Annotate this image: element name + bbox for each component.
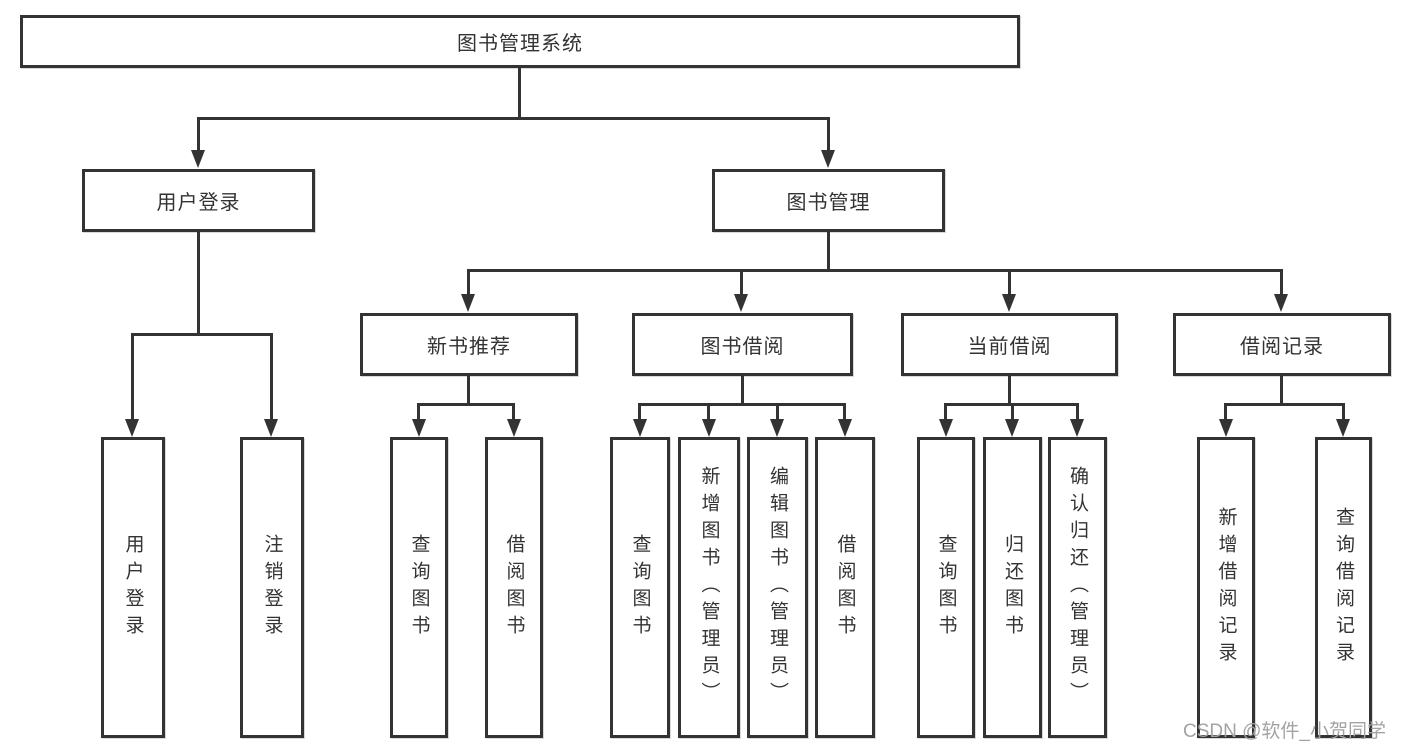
arrowhead-down (507, 419, 521, 437)
node-new-book-recommend: 新书推荐 (360, 313, 578, 376)
leaf-add-borrow-record: 新增借阅记录 (1197, 437, 1255, 738)
leaf-logout-label: 注销登录 (261, 533, 283, 642)
node-user-login: 用户登录 (82, 169, 315, 232)
arrowhead-down (770, 419, 784, 437)
connector-line (638, 403, 641, 421)
connector-line (197, 117, 200, 151)
leaf-query-borrow-record: 查询借阅记录 (1315, 437, 1372, 738)
leaf-query-borrow-record-label: 查询借阅记录 (1333, 506, 1354, 669)
node-current-borrowing: 当前借阅 (901, 313, 1118, 376)
arrowhead-down (702, 419, 716, 437)
leaf-edit-book-admin-label: 编辑图书（管理员） (767, 466, 788, 709)
arrowhead-down (1070, 419, 1084, 437)
node-book-borrowing: 图书借阅 (632, 313, 853, 376)
leaf-user-login-label: 用户登录 (122, 533, 144, 642)
leaf-query-books-recommend-label: 查询图书 (408, 533, 430, 642)
arrowhead-down (821, 150, 835, 168)
connector-line (827, 117, 830, 151)
leaf-edit-book-admin: 编辑图书（管理员） (747, 437, 808, 738)
node-book-management-label: 图书管理 (786, 192, 871, 214)
arrowhead-down (264, 419, 278, 437)
leaf-borrow-books-borrowing-label: 借阅图书 (834, 533, 856, 642)
node-root-label: 图书管理系统 (457, 33, 583, 55)
connector-line (417, 403, 420, 421)
connector-line (638, 403, 846, 406)
arrowhead-down (1336, 419, 1350, 437)
connector-line (843, 403, 846, 421)
arrowhead-down (1005, 419, 1019, 437)
leaf-logout: 注销登录 (240, 437, 304, 738)
leaf-confirm-return-admin-label: 确认归还（管理员） (1067, 466, 1088, 709)
arrowhead-down (939, 419, 953, 437)
connector-line (417, 403, 515, 406)
node-book-management: 图书管理 (712, 169, 945, 232)
arrowhead-down (1274, 294, 1288, 312)
arrowhead-down (1002, 294, 1016, 312)
leaf-query-books-recommend: 查询图书 (390, 437, 448, 738)
node-new-book-recommend-label: 新书推荐 (427, 336, 511, 358)
node-root: 图书管理系统 (20, 15, 1020, 68)
connector-line (1280, 376, 1283, 405)
leaf-borrow-books-recommend-label: 借阅图书 (503, 533, 525, 642)
connector-line (467, 269, 470, 295)
node-borrowing-records: 借阅记录 (1173, 313, 1391, 376)
arrowhead-down (1219, 419, 1233, 437)
node-user-login-label: 用户登录 (156, 192, 241, 214)
connector-line (131, 333, 134, 419)
leaf-query-books-current: 查询图书 (917, 437, 975, 738)
node-book-borrowing-label: 图书借阅 (700, 336, 785, 358)
connector-line (197, 232, 200, 335)
connector-line (740, 269, 743, 295)
leaf-add-book-admin: 新增图书（管理员） (678, 437, 740, 738)
connector-line (197, 117, 830, 120)
connector-line (131, 333, 273, 336)
leaf-borrow-books-borrowing: 借阅图书 (815, 437, 875, 738)
arrowhead-down (461, 294, 475, 312)
connector-line (827, 232, 830, 272)
connector-line (512, 403, 515, 421)
arrowhead-down (838, 419, 852, 437)
leaf-borrow-books-recommend: 借阅图书 (485, 437, 543, 738)
csdn-watermark: CSDN @软件_小贺同学 (1183, 721, 1386, 742)
node-current-borrowing-label: 当前借阅 (967, 336, 1052, 358)
connector-line (1280, 269, 1283, 295)
arrowhead-down (734, 294, 748, 312)
connector-line (1076, 403, 1079, 421)
connector-line (1011, 403, 1014, 421)
arrowhead-down (633, 419, 647, 437)
leaf-add-book-admin-label: 新增图书（管理员） (698, 466, 720, 709)
leaf-query-books-current-label: 查询图书 (935, 533, 957, 642)
connector-line (467, 376, 470, 405)
leaf-return-book-label: 归还图书 (1002, 533, 1023, 642)
connector-line (776, 403, 779, 421)
arrowhead-down (125, 419, 139, 437)
leaf-user-login: 用户登录 (101, 437, 165, 738)
node-borrowing-records-label: 借阅记录 (1240, 336, 1324, 358)
connector-line (1342, 403, 1345, 421)
connector-line (270, 333, 273, 419)
connector-line (467, 269, 1283, 272)
connector-line (741, 376, 744, 405)
connector-line (944, 403, 947, 421)
leaf-confirm-return-admin: 确认归还（管理员） (1048, 437, 1107, 738)
leaf-return-book: 归还图书 (983, 437, 1042, 738)
connector-line (518, 67, 521, 119)
connector-line (1008, 376, 1011, 405)
connector-line (1224, 403, 1227, 421)
leaf-query-books-borrowing-label: 查询图书 (629, 533, 651, 642)
connector-line (1008, 269, 1011, 295)
arrowhead-down (191, 150, 205, 168)
arrowhead-down (412, 419, 426, 437)
leaf-query-books-borrowing: 查询图书 (610, 437, 670, 738)
connector-line (707, 403, 710, 421)
leaf-add-borrow-record-label: 新增借阅记录 (1215, 506, 1237, 669)
connector-line (1224, 403, 1344, 406)
